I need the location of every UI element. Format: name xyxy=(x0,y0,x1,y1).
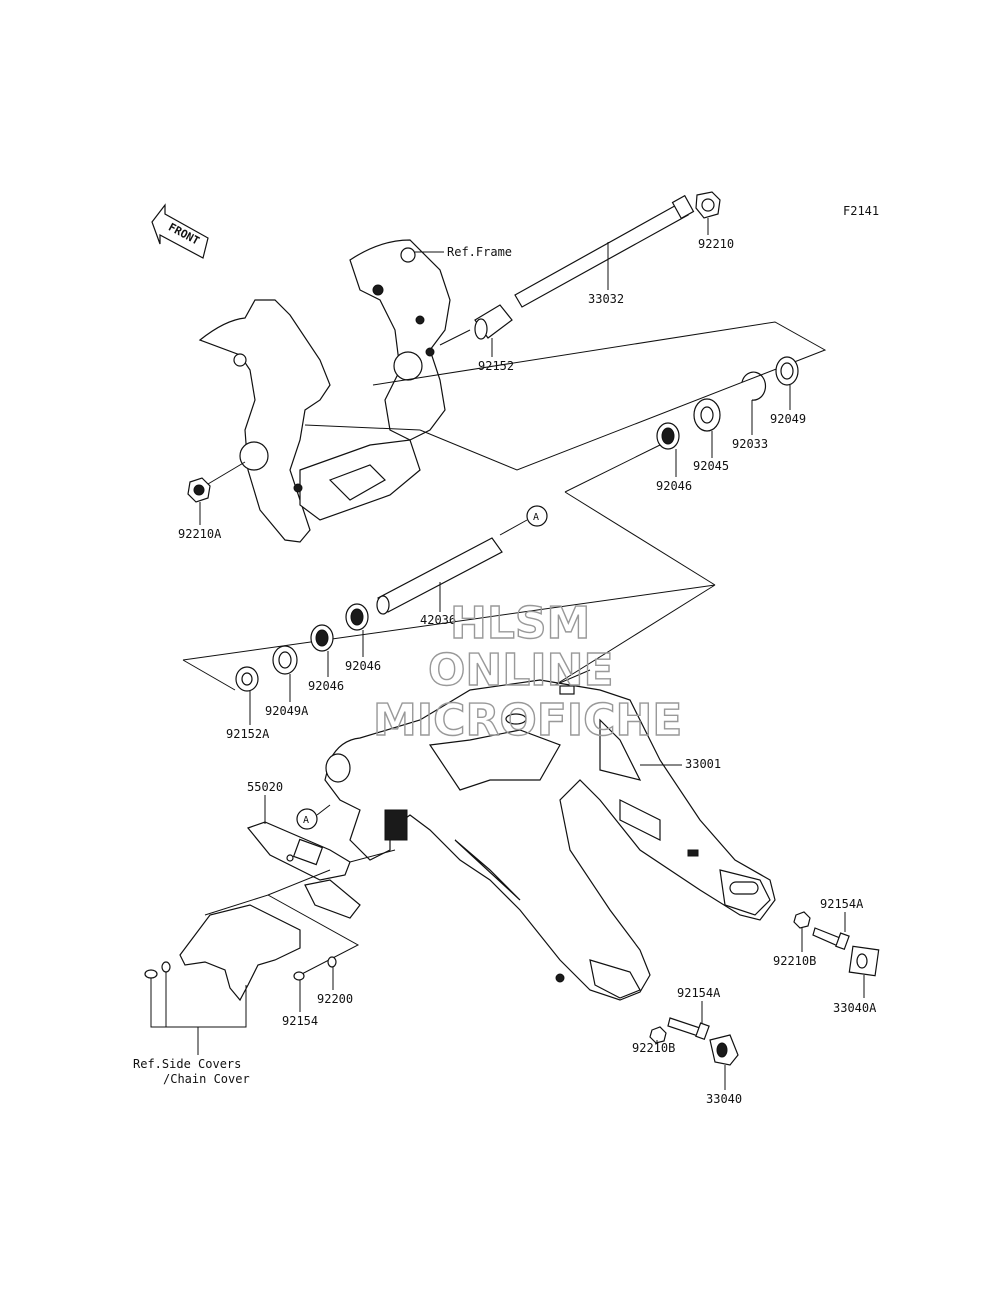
washer-92200 xyxy=(327,956,337,968)
nut-92210 xyxy=(695,191,721,219)
bearing-92045 xyxy=(693,398,721,432)
part-42036: 42036 xyxy=(420,613,456,627)
pivot-shaft xyxy=(514,194,695,308)
callout-a-top: A xyxy=(526,505,548,527)
circlip-92033 xyxy=(741,371,767,401)
collar-92152 xyxy=(474,304,513,340)
watermark-line-3: MICROFICHE xyxy=(373,695,682,746)
ref-frame-label: Ref.Frame xyxy=(447,245,512,259)
front-arrow-icon: FRONT xyxy=(151,203,209,259)
bolt-92154A-center xyxy=(667,1017,710,1041)
diagram-id: F2141 xyxy=(843,204,879,218)
part-92210B-right: 92210B xyxy=(773,954,816,968)
chain-cover-ref xyxy=(179,904,301,1002)
part-33040: 33040 xyxy=(706,1092,742,1106)
collar-42036 xyxy=(376,537,503,615)
part-92152A: 92152A xyxy=(226,727,270,741)
nut-92210A xyxy=(187,477,211,503)
part-92046-low: 92046 xyxy=(308,679,344,693)
part-33032: 33032 xyxy=(588,292,624,306)
part-92045: 92045 xyxy=(693,459,729,473)
callout-a-lower: A xyxy=(296,808,318,830)
seal-92049A xyxy=(272,645,298,675)
watermark-line-1: HLSM xyxy=(450,598,590,649)
screw-92154 xyxy=(293,971,305,981)
collar-92152A xyxy=(235,666,259,692)
part-92210A: 92210A xyxy=(178,527,222,541)
part-92046-top: 92046 xyxy=(656,479,692,493)
adjuster-block-33040A xyxy=(848,945,880,977)
screw-left-1 xyxy=(144,969,158,979)
nut-92210B-center xyxy=(649,1026,667,1044)
svg-text:A: A xyxy=(533,512,539,523)
part-92154A-center: 92154A xyxy=(677,986,721,1000)
chain-guide-55020 xyxy=(246,821,361,919)
part-55020: 55020 xyxy=(247,780,283,794)
seal-92049 xyxy=(775,356,799,386)
watermark-line-2: ONLINE xyxy=(428,645,614,696)
part-92049: 92049 xyxy=(770,412,806,426)
part-33040A: 33040A xyxy=(833,1001,877,1015)
ref-side-covers-label: Ref.Side Covers xyxy=(133,1057,241,1071)
washer-left-1 xyxy=(161,961,171,973)
part-92046-mid: 92046 xyxy=(345,659,381,673)
needle-bearing-92046-mid xyxy=(345,603,369,631)
svg-text:A: A xyxy=(303,815,309,826)
bolt-92154A-right xyxy=(812,927,850,951)
part-92154A-right: 92154A xyxy=(820,897,864,911)
ref-chain-cover-label: /Chain Cover xyxy=(163,1072,250,1086)
part-33001: 33001 xyxy=(685,757,721,771)
needle-bearing-92046-top xyxy=(656,422,680,450)
part-92200: 92200 xyxy=(317,992,353,1006)
nut-92210B-right xyxy=(793,911,811,929)
part-92154: 92154 xyxy=(282,1014,318,1028)
part-92210: 92210 xyxy=(698,237,734,251)
watermark: HLSM ONLINE MICROFICHE xyxy=(372,597,683,746)
adjuster-block-33040 xyxy=(709,1034,739,1066)
needle-bearing-92046-low xyxy=(310,624,334,652)
swingarm-33001 xyxy=(324,679,776,1001)
part-92049A: 92049A xyxy=(265,704,309,718)
part-92210B-center: 92210B xyxy=(632,1041,675,1055)
frame-ref-outline xyxy=(198,239,451,543)
part-92033: 92033 xyxy=(732,437,768,451)
